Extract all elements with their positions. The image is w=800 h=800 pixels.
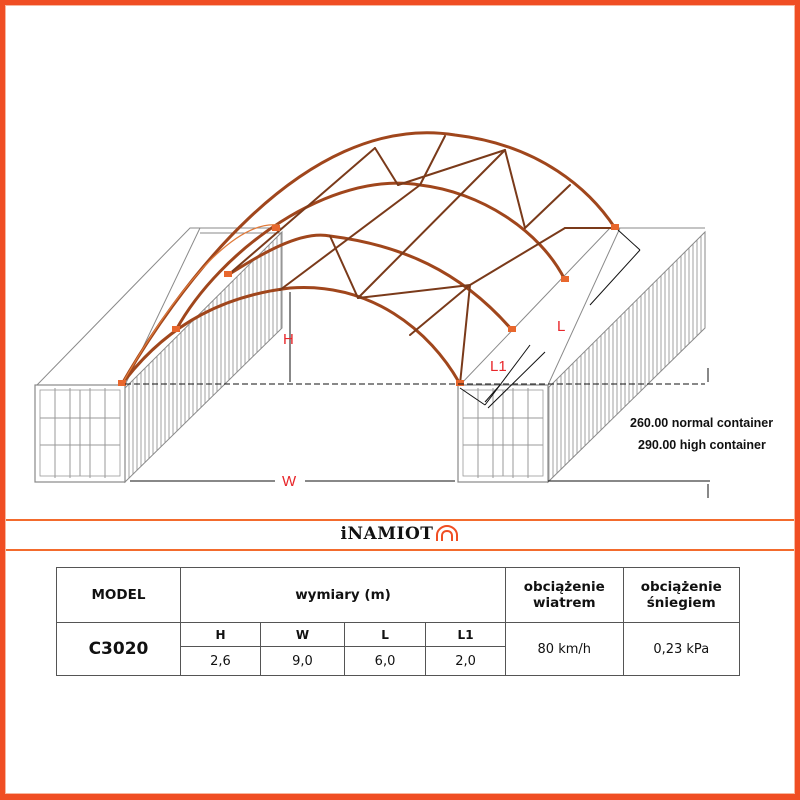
dimension-lines <box>125 229 710 498</box>
value-h: 2,6 <box>179 646 262 676</box>
wind-load-value: 80 km/h <box>505 622 624 676</box>
col-l1: L1 <box>425 622 507 647</box>
dimension-label-h: H <box>283 331 294 348</box>
page-inner-border <box>5 5 795 794</box>
dimension-label-w: W <box>282 473 297 490</box>
snow-load-value: 0,23 kPa <box>622 622 740 676</box>
dimension-label-l1: L1 <box>490 358 507 375</box>
brand-name: iNAMIOT <box>340 524 434 544</box>
dimension-label-l: L <box>557 318 566 335</box>
tent-icon <box>436 524 459 541</box>
col-l: L <box>343 622 427 647</box>
arch-frame <box>118 131 619 386</box>
col-h: H <box>179 622 262 647</box>
right-container <box>457 227 706 484</box>
value-l1: 2,0 <box>425 646 507 676</box>
brand-band: iNAMIOT <box>6 519 794 551</box>
left-container <box>34 227 283 484</box>
container-height-note-high: 290.00 high container <box>638 438 766 452</box>
brand-logo: iNAMIOT <box>6 524 794 544</box>
tent-on-containers-diagram <box>34 131 710 498</box>
value-w: 9,0 <box>260 646 345 676</box>
col-w: W <box>260 622 345 647</box>
model-cell: C3020 <box>56 622 181 676</box>
header-dimensions: wymiary (m) <box>179 567 507 623</box>
container-height-note-normal: 260.00 normal container <box>630 416 774 430</box>
header-model: MODEL <box>56 567 181 623</box>
value-l: 6,0 <box>343 646 427 676</box>
